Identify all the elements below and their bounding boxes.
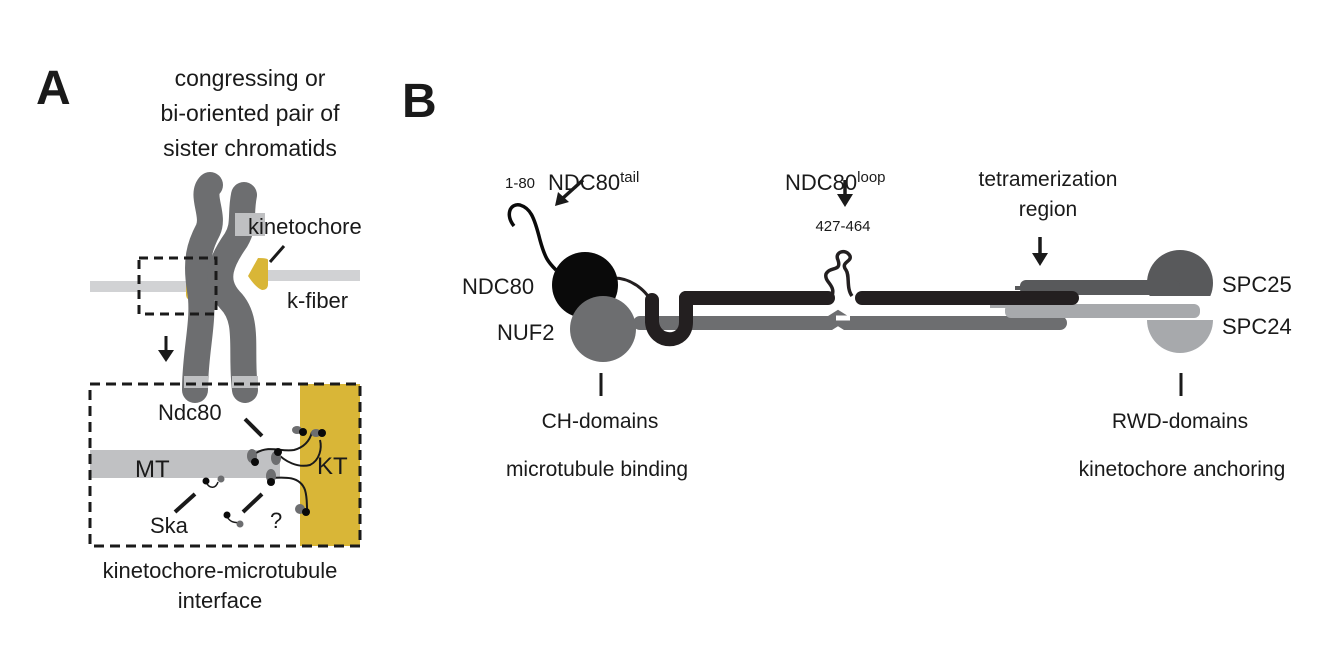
tail-range-label: 1-80: [505, 175, 535, 192]
spc24-label: SPC24: [1222, 314, 1292, 339]
unknown-pointer: [241, 492, 264, 514]
mt-label: MT: [135, 456, 170, 483]
interface-caption-line1: kinetochore-microtubule: [103, 558, 338, 583]
ndc80-tail-superscript: tail: [620, 169, 639, 186]
panel-a-title-line1: congressing or: [175, 65, 326, 91]
rwd-function-label: kinetochore anchoring: [1079, 458, 1286, 481]
panel-a-letter: A: [36, 62, 71, 115]
spc24-tip: [990, 304, 1020, 308]
tetramerization-label-line2: region: [1019, 198, 1077, 221]
chromatid-left: [182, 172, 223, 403]
chromatid-band: [235, 213, 265, 236]
spc25-label: SPC25: [1222, 272, 1292, 297]
loop-arrow-icon: [837, 194, 853, 207]
ch-function-label: microtubule binding: [506, 458, 688, 481]
ndc80-loop-squiggle: [824, 249, 854, 298]
kinetochore-pointer: [268, 245, 286, 263]
chromatid-tip-right: [232, 376, 258, 388]
rwd-domains-label: RWD-domains: [1112, 410, 1248, 433]
kinetochore-right: [248, 258, 268, 290]
down-arrow-icon: [158, 350, 174, 362]
panel-a-title-line3: sister chromatids: [163, 135, 337, 161]
ndc80-loop-label: NDC80loop: [785, 169, 886, 195]
nuf2-ch-domain: [570, 296, 636, 362]
ch-domains-label: CH-domains: [542, 410, 659, 433]
ndc80-hairpin: [645, 291, 693, 347]
ndc80-loop-superscript: loop: [857, 169, 885, 186]
chromatid-tip-left: [184, 376, 208, 388]
k-fiber-right: [262, 270, 360, 281]
panel-a-title-line2: bi-oriented pair of: [161, 100, 341, 126]
nuf2-label: NUF2: [497, 320, 554, 345]
interface-caption-line2: interface: [178, 588, 262, 613]
ndc80-linker: [613, 276, 654, 305]
k-fiber-left: [90, 281, 190, 292]
ndc80-label: NDC80: [462, 274, 534, 299]
ndc80-molecules: [247, 426, 326, 516]
ndc80-label: Ndc80: [158, 400, 222, 425]
ska-pointer: [173, 492, 197, 514]
tail-arrow-shaft: [561, 178, 585, 200]
ska-complexes: [202, 475, 244, 528]
spc24-coil-overlay: [1020, 304, 1200, 318]
loop-range-label: 427-464: [815, 218, 870, 235]
ndc80-tail-base: NDC80: [548, 170, 620, 195]
kinetochore-label: kinetochore: [248, 214, 362, 239]
ndc80-pointer: [243, 417, 264, 438]
ndc80-tail-label: NDC80tail: [548, 169, 639, 195]
tetramerization-arrow-icon: [1032, 253, 1048, 266]
ndc80-tail-squiggle: [507, 203, 558, 272]
k-fiber-label: k-fiber: [287, 288, 348, 313]
panel-b-letter: B: [402, 75, 437, 128]
tail-arrow-icon: [555, 192, 569, 206]
kt-label: KT: [317, 453, 348, 480]
tetramerization-label-line1: tetramerization: [979, 168, 1118, 191]
unknown-label: ?: [270, 508, 282, 533]
interface-box: [88, 382, 362, 548]
ska-label: Ska: [150, 513, 189, 538]
zoom-region-box: [137, 256, 218, 316]
